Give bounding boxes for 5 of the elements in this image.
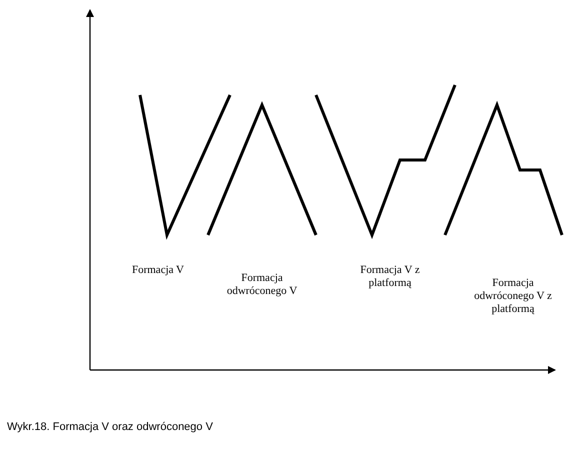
pattern-label: Formacja odwróconego V z platformą [473, 277, 553, 316]
pattern-label: Formacja V [130, 264, 186, 277]
pattern-label: Formacja V z platformą [359, 264, 421, 290]
figure-caption: Wykr.18. Formacja V oraz odwróconego V [7, 421, 213, 433]
pattern-label: Formacja odwróconego V [226, 272, 298, 298]
